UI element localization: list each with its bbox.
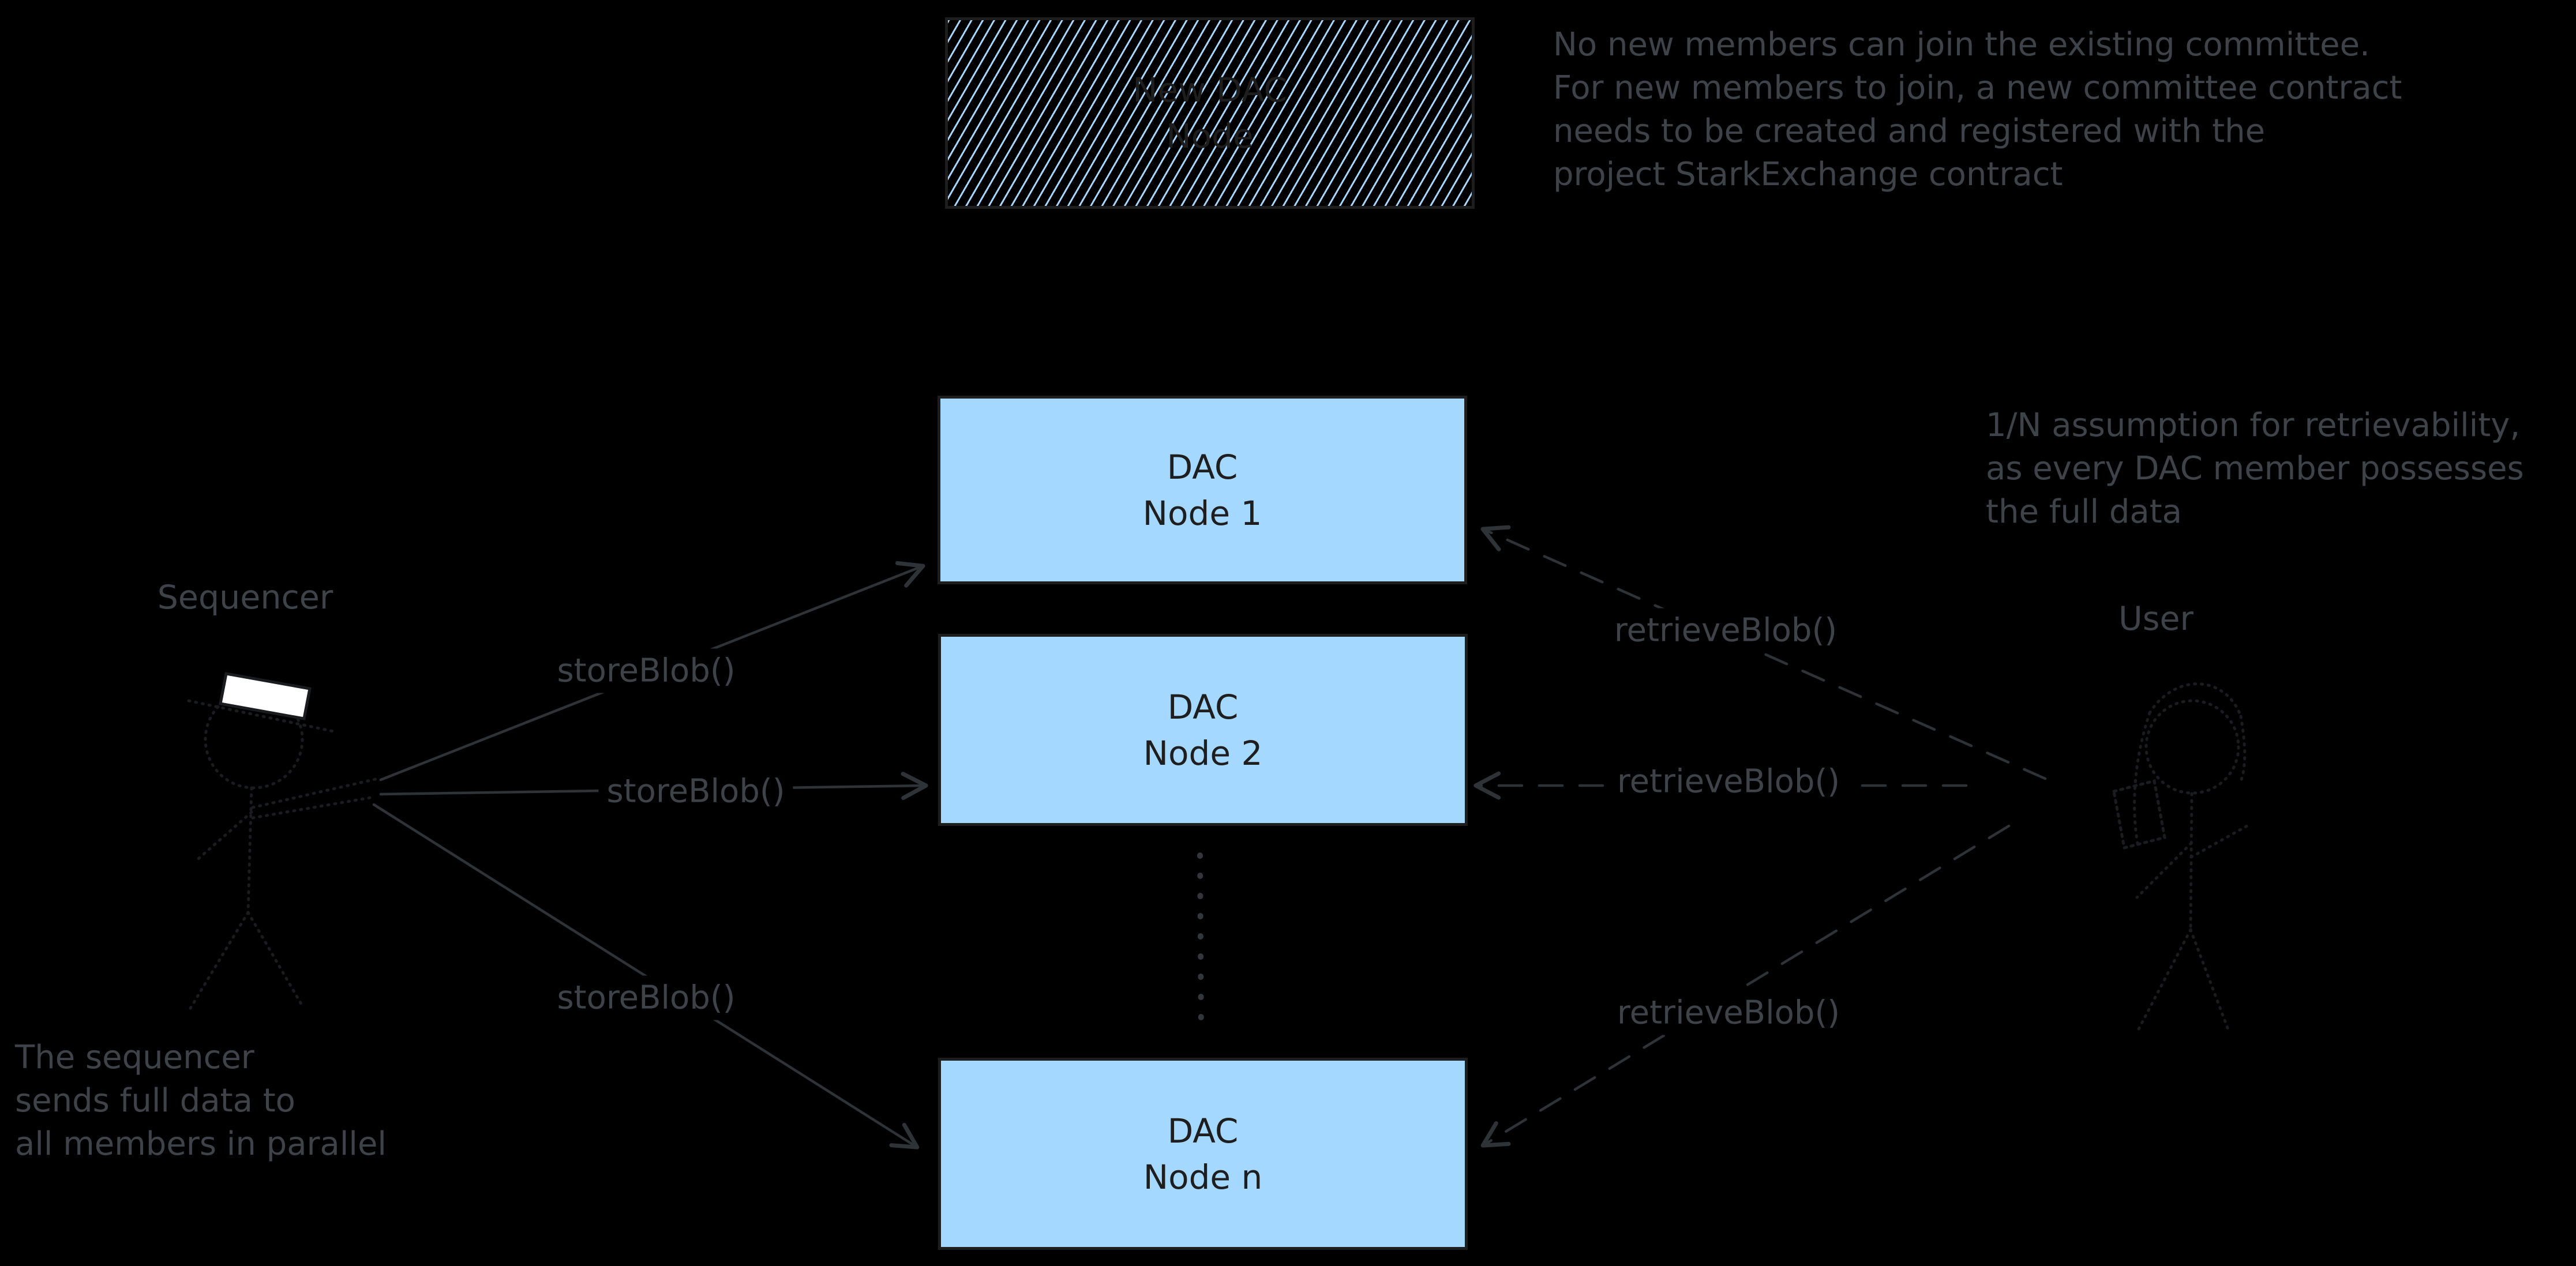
sequencer-torso <box>246 786 253 914</box>
sequencer-hat-brim <box>187 699 335 733</box>
retrieve-blob-arrow-noden <box>1480 824 2011 1148</box>
dac-node-n-box: DAC Node n <box>938 1058 1468 1250</box>
user-person-icon <box>2112 682 2253 1034</box>
user-arm-left <box>2135 842 2193 899</box>
dac-node-1-box: DAC Node 1 <box>938 396 1467 584</box>
dac-node-2-label: DAC Node 2 <box>1143 687 1263 773</box>
retrieve-blob-arrow-node1 <box>1480 525 2047 780</box>
user-hair-right <box>2239 715 2247 783</box>
store-blob-label-node2: storeBlob() <box>598 769 793 814</box>
retrieve-blob-label-noden: retrieveBlob() <box>1608 990 1848 1035</box>
sequencer-arm-right-upper <box>251 777 380 809</box>
sequencer-person-icon <box>187 672 380 1010</box>
user-leg-right <box>2189 928 2231 1034</box>
sequencer-hat-crown <box>219 672 312 720</box>
sequencer-leg-right <box>246 911 304 1008</box>
retrievability-note: 1/N assumption for retrievability, as ev… <box>1986 407 2524 531</box>
user-leg-left <box>2136 928 2192 1032</box>
retrieve-blob-label-node2: retrieveBlob() <box>1608 759 1848 804</box>
store-blob-label-node1: storeBlob() <box>549 648 744 693</box>
sequencer-arm-left <box>193 810 253 863</box>
parallel-send-note: The sequencer sends full data to all mem… <box>15 1039 387 1163</box>
dac-node-1-label: DAC Node 1 <box>1142 447 1262 533</box>
user-head <box>2144 699 2240 795</box>
committee-note: No new members can join the existing com… <box>1553 26 2402 193</box>
user-label: User <box>2118 600 2193 638</box>
dac-node-n-label: DAC Node n <box>1143 1111 1263 1197</box>
new-dac-node-label: New DAC Node <box>1133 70 1287 156</box>
retrieve-blob-label-node1: retrieveBlob() <box>1606 608 1846 653</box>
sequencer-leg-left <box>189 911 250 1010</box>
dac-node-2-box: DAC Node 2 <box>938 634 1468 826</box>
user-arm-right <box>2189 822 2253 859</box>
nodes-ellipsis-dotted-line <box>1197 852 1204 1038</box>
sequencer-arm-right-lower <box>251 795 376 820</box>
sequencer-label: Sequencer <box>157 578 333 617</box>
user-torso <box>2189 792 2193 931</box>
new-dac-node-box: New DAC Node <box>945 17 1475 209</box>
store-blob-label-noden: storeBlob() <box>549 975 744 1020</box>
user-phone <box>2112 779 2166 850</box>
